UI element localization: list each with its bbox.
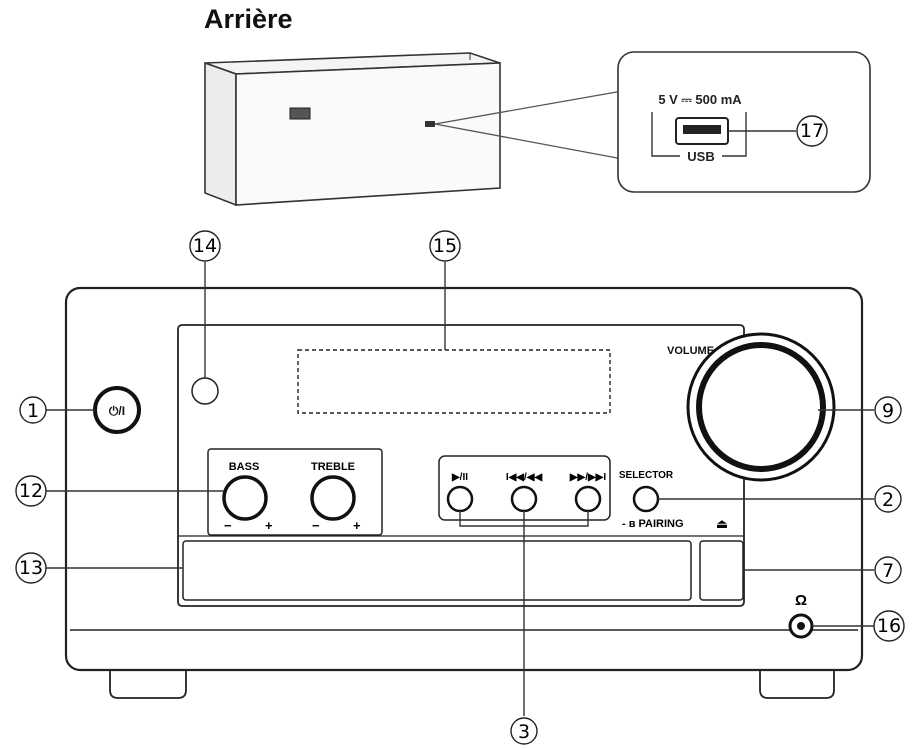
bass-label: BASS <box>229 461 260 473</box>
power-symbol: ⏻/I <box>109 404 125 418</box>
usb-rating-label: 5 V ⎓ 500 mA <box>658 92 742 107</box>
bass-knob[interactable] <box>222 475 268 521</box>
bass-minus: − <box>224 518 232 533</box>
next-symbol: ▶▶/▶▶I <box>569 472 607 483</box>
volume-label: VOLUME <box>667 345 714 357</box>
tone-panel <box>207 448 383 536</box>
callout-7: 7 <box>874 556 902 584</box>
svg-text:1: 1 <box>27 400 39 422</box>
treble-plus: + <box>353 518 361 533</box>
callout-3: 3 <box>510 717 538 745</box>
prev-symbol: I◀◀/◀◀ <box>506 472 543 483</box>
rear-label-plate <box>289 107 311 120</box>
rear-usb-port-small[interactable] <box>425 121 435 127</box>
svg-text:14: 14 <box>193 235 217 257</box>
leader-lines <box>46 262 874 716</box>
callout-12: 12 <box>15 475 47 507</box>
svg-text:9: 9 <box>882 400 894 422</box>
play-pause-button[interactable] <box>446 485 474 513</box>
bass-plus: + <box>265 518 273 533</box>
treble-knob[interactable] <box>310 475 356 521</box>
callout-9: 9 <box>874 396 902 424</box>
svg-text:2: 2 <box>882 489 894 511</box>
svg-text:15: 15 <box>433 235 457 257</box>
rear-view-title: Arrière <box>204 4 293 34</box>
cd-tray[interactable] <box>182 540 692 601</box>
rear-unit <box>204 52 501 207</box>
selector-label: SELECTOR <box>619 470 674 481</box>
treble-minus: − <box>312 518 320 533</box>
callout-1: 1 <box>19 396 47 424</box>
callout-14: 14 <box>189 230 221 262</box>
display-area <box>297 349 611 414</box>
prev-button[interactable] <box>510 485 538 513</box>
selector-button[interactable] <box>632 485 660 513</box>
svg-text:17: 17 <box>800 120 824 142</box>
callout-2: 2 <box>874 485 902 513</box>
usb-label: USB <box>687 149 714 164</box>
svg-text:12: 12 <box>19 480 43 502</box>
callout-15: 15 <box>429 230 461 262</box>
headphone-icon: Ω <box>795 592 807 609</box>
svg-text:16: 16 <box>877 615 901 637</box>
eject-icon: ⏏ <box>716 516 728 531</box>
svg-text:7: 7 <box>882 560 894 582</box>
svg-text:3: 3 <box>518 721 530 743</box>
pairing-label: - ʙ PAIRING <box>622 518 684 530</box>
callout-17: 17 <box>796 115 828 147</box>
callout-16: 16 <box>873 610 905 642</box>
next-button[interactable] <box>574 485 602 513</box>
usb-zoom-box <box>617 51 871 193</box>
treble-label: TREBLE <box>311 461 355 473</box>
play-pause-symbol: ▶/II <box>451 472 468 483</box>
callout-13: 13 <box>15 552 47 584</box>
svg-text:13: 13 <box>19 557 43 579</box>
